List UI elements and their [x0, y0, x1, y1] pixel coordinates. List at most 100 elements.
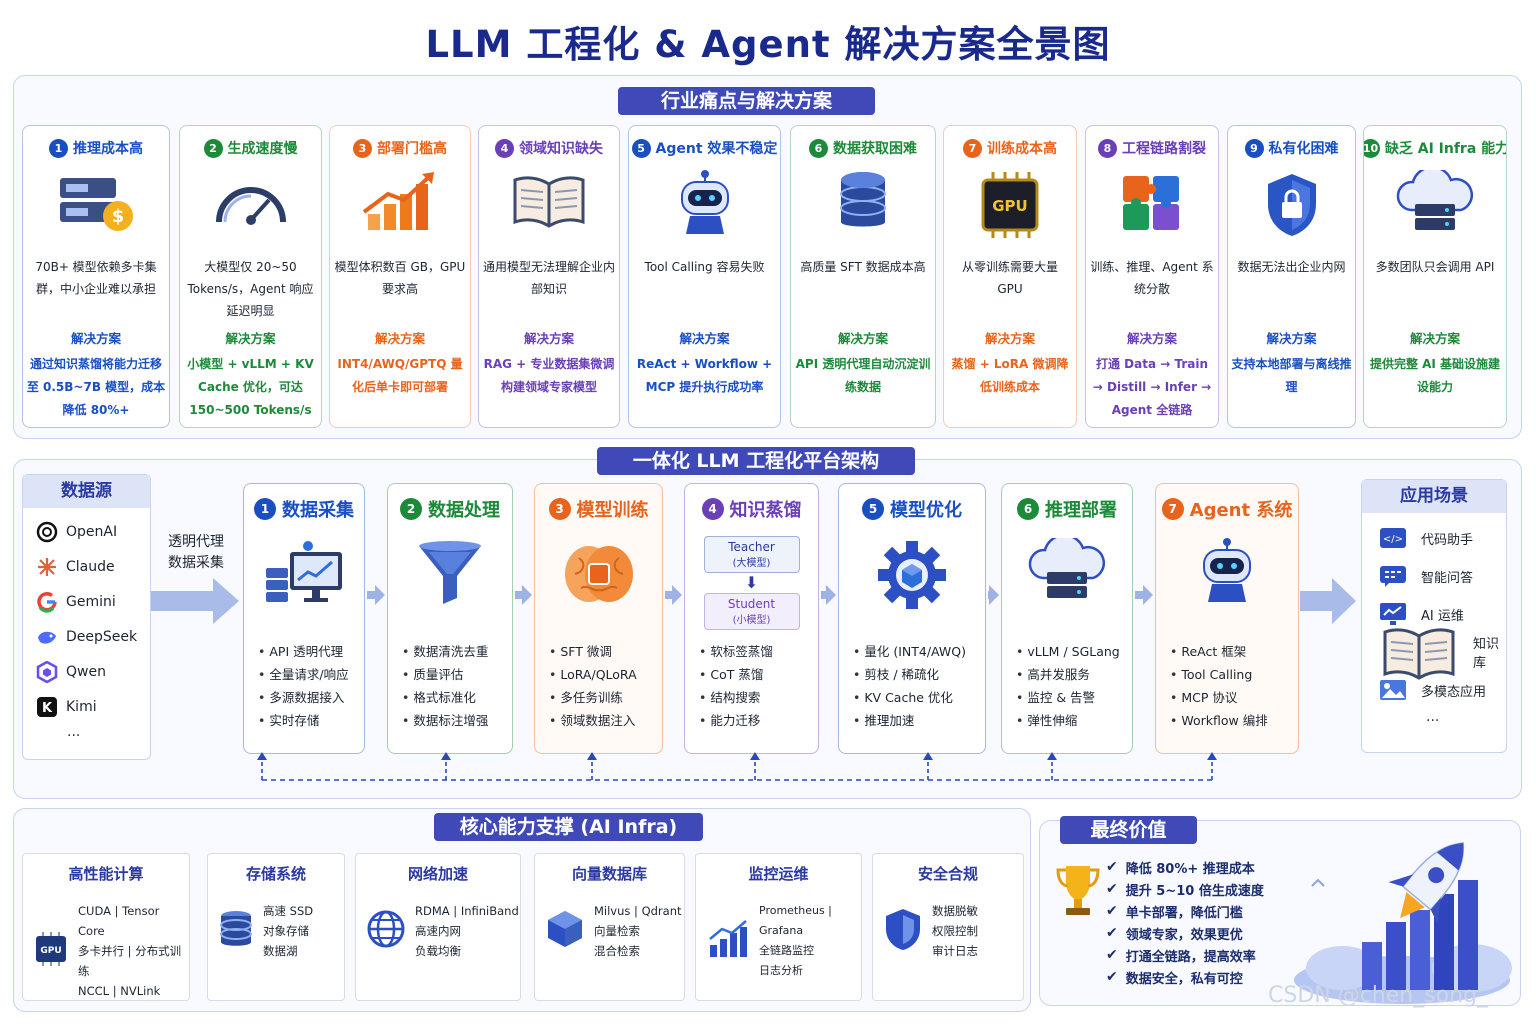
big-arrow-left [151, 578, 239, 624]
infra-block-title: 安全合规 [917, 865, 978, 883]
data-source-claude: Claude [23, 549, 150, 584]
pain-card-problem: 多数团队只会调用 API [1375, 260, 1495, 274]
proxy-label: 透明代理 数据采集 [162, 532, 230, 574]
stage-item: vLLM / SGLang [1016, 640, 1132, 663]
page-title: LLM 工程化 & Agent 解决方案全景图 [425, 23, 1111, 66]
data-source-label: Claude [66, 558, 115, 575]
applications-title: 应用场景 [1362, 480, 1506, 513]
pain-card-problem: Tool Calling 容易失败 [644, 260, 765, 274]
stage-item: 量化 (INT4/AWQ) [853, 640, 985, 663]
data-collection-icon [244, 538, 364, 618]
big-arrow-right [1300, 578, 1356, 624]
student-sub: (小模型) [732, 615, 771, 626]
value-item: ✔ 提升 5~10 倍生成速度 [1106, 878, 1264, 900]
stage-title: Agent 系统 [1189, 500, 1293, 521]
stage-title: 模型训练 [576, 500, 649, 521]
pain-card-problem: 训练、推理、Agent 系统分散 [1090, 260, 1214, 296]
pain-card-solution: 提供完整 AI 基础设施建设能力 [1369, 357, 1501, 394]
infra-line: 数据脱敏 [932, 904, 978, 918]
infra-line: Prometheus | Grafana [759, 904, 832, 937]
check-icon: ✔ [1106, 859, 1118, 875]
value-label: 提升 5~10 倍生成速度 [1125, 883, 1264, 899]
check-icon: ✔ [1106, 881, 1118, 897]
application-item: </>代码助手 [1362, 519, 1506, 557]
stage-item: KV Cache 优化 [853, 686, 985, 709]
data-sources-title: 数据源 [23, 475, 150, 508]
robot-icon [629, 170, 780, 248]
stage-item: Workflow 编排 [1170, 709, 1298, 732]
check-icon: ✔ [1106, 947, 1118, 963]
stage-item: 领域数据注入 [549, 709, 662, 732]
pain-card-solution: 打通 Data → Train → Distill → Infer → Agen… [1092, 357, 1212, 417]
svg-text:$: $ [112, 206, 125, 227]
pain-card-solution-label: 解决方案 [1266, 331, 1317, 346]
stage-number: 3 [548, 498, 571, 520]
svg-text:</>: </> [1383, 534, 1403, 545]
funnel-icon [388, 538, 512, 618]
pain-card-number: 9 [1244, 138, 1264, 158]
pain-card-solution-label: 解决方案 [374, 331, 425, 346]
value-item: ✔数据安全，私有可控 [1106, 966, 1264, 988]
stage-title: 数据处理 [428, 500, 500, 521]
data-source-deepseek: DeepSeek [23, 619, 150, 654]
code-icon: </> [1379, 527, 1407, 549]
stage-item: 结构搜索 [699, 686, 818, 709]
application-item: 知识库 [1362, 628, 1506, 680]
pain-card-number: 6 [809, 138, 828, 158]
pain-card-number: 2 [203, 138, 223, 158]
stage-number: 2 [400, 498, 422, 520]
infra-block-title: 高性能计算 [68, 865, 144, 883]
pain-card-solution-label: 解决方案 [225, 331, 276, 346]
pain-card-title: 缺乏 AI Infra 能力 [1384, 141, 1507, 157]
stage-item: CoT 蒸馏 [699, 663, 818, 686]
stage-items: 数据清洗去重质量评估格式标准化数据标注增强 [388, 640, 512, 732]
pain-card-solution-label: 解决方案 [523, 331, 574, 346]
platform-banner: 一体化 LLM 工程化平台架构 [597, 447, 915, 475]
infra-line: 权限控制 [932, 924, 978, 938]
infra-line: 高速内网 [415, 924, 461, 938]
stage-arrow-icon [665, 583, 682, 607]
proxy-label-line-2: 数据采集 [168, 555, 224, 571]
svg-text:GPU: GPU [40, 946, 61, 956]
server-money-icon: $ [23, 170, 169, 248]
pain-card-title: 推理成本高 [73, 141, 143, 157]
value-item: ✔领域专家，效果更优 [1106, 922, 1264, 944]
pain-card-solution: 小模型 + vLLM + KV Cache 优化，可达 150~500 Toke… [187, 357, 314, 417]
student-label: Student [727, 597, 776, 611]
stage-items: API 透明代理全量请求/响应多源数据接入实时存储 [244, 640, 364, 732]
infra-line: 全链路监控 [759, 944, 814, 957]
pain-card-title: 生成速度慢 [227, 141, 298, 157]
shield-lock-icon [1228, 170, 1355, 248]
book-icon [479, 170, 619, 248]
gpu-chip-icon: GPU [33, 931, 69, 971]
stage-arrow-icon [1135, 583, 1153, 607]
database-icon [791, 170, 935, 248]
platform-stage-3: 3模型训练SFT 微调LoRA/QLoRA多任务训练领域数据注入 [534, 483, 663, 754]
stage-item: 多任务训练 [549, 686, 662, 709]
application-item: 多模态应用 [1362, 671, 1506, 709]
stage-arrow-icon [821, 583, 836, 607]
shield-icon [883, 907, 923, 955]
stage-title: 推理部署 [1045, 500, 1117, 521]
application-label: 智能问答 [1421, 570, 1474, 586]
stage-items: 软标签蒸馏CoT 蒸馏结构搜索能力迁移 [685, 640, 818, 732]
infra-line: 审计日志 [932, 944, 978, 958]
platform-stage-5: 5模型优化量化 (INT4/AWQ)剪枝 / 稀疏化KV Cache 优化推理加… [838, 483, 986, 754]
